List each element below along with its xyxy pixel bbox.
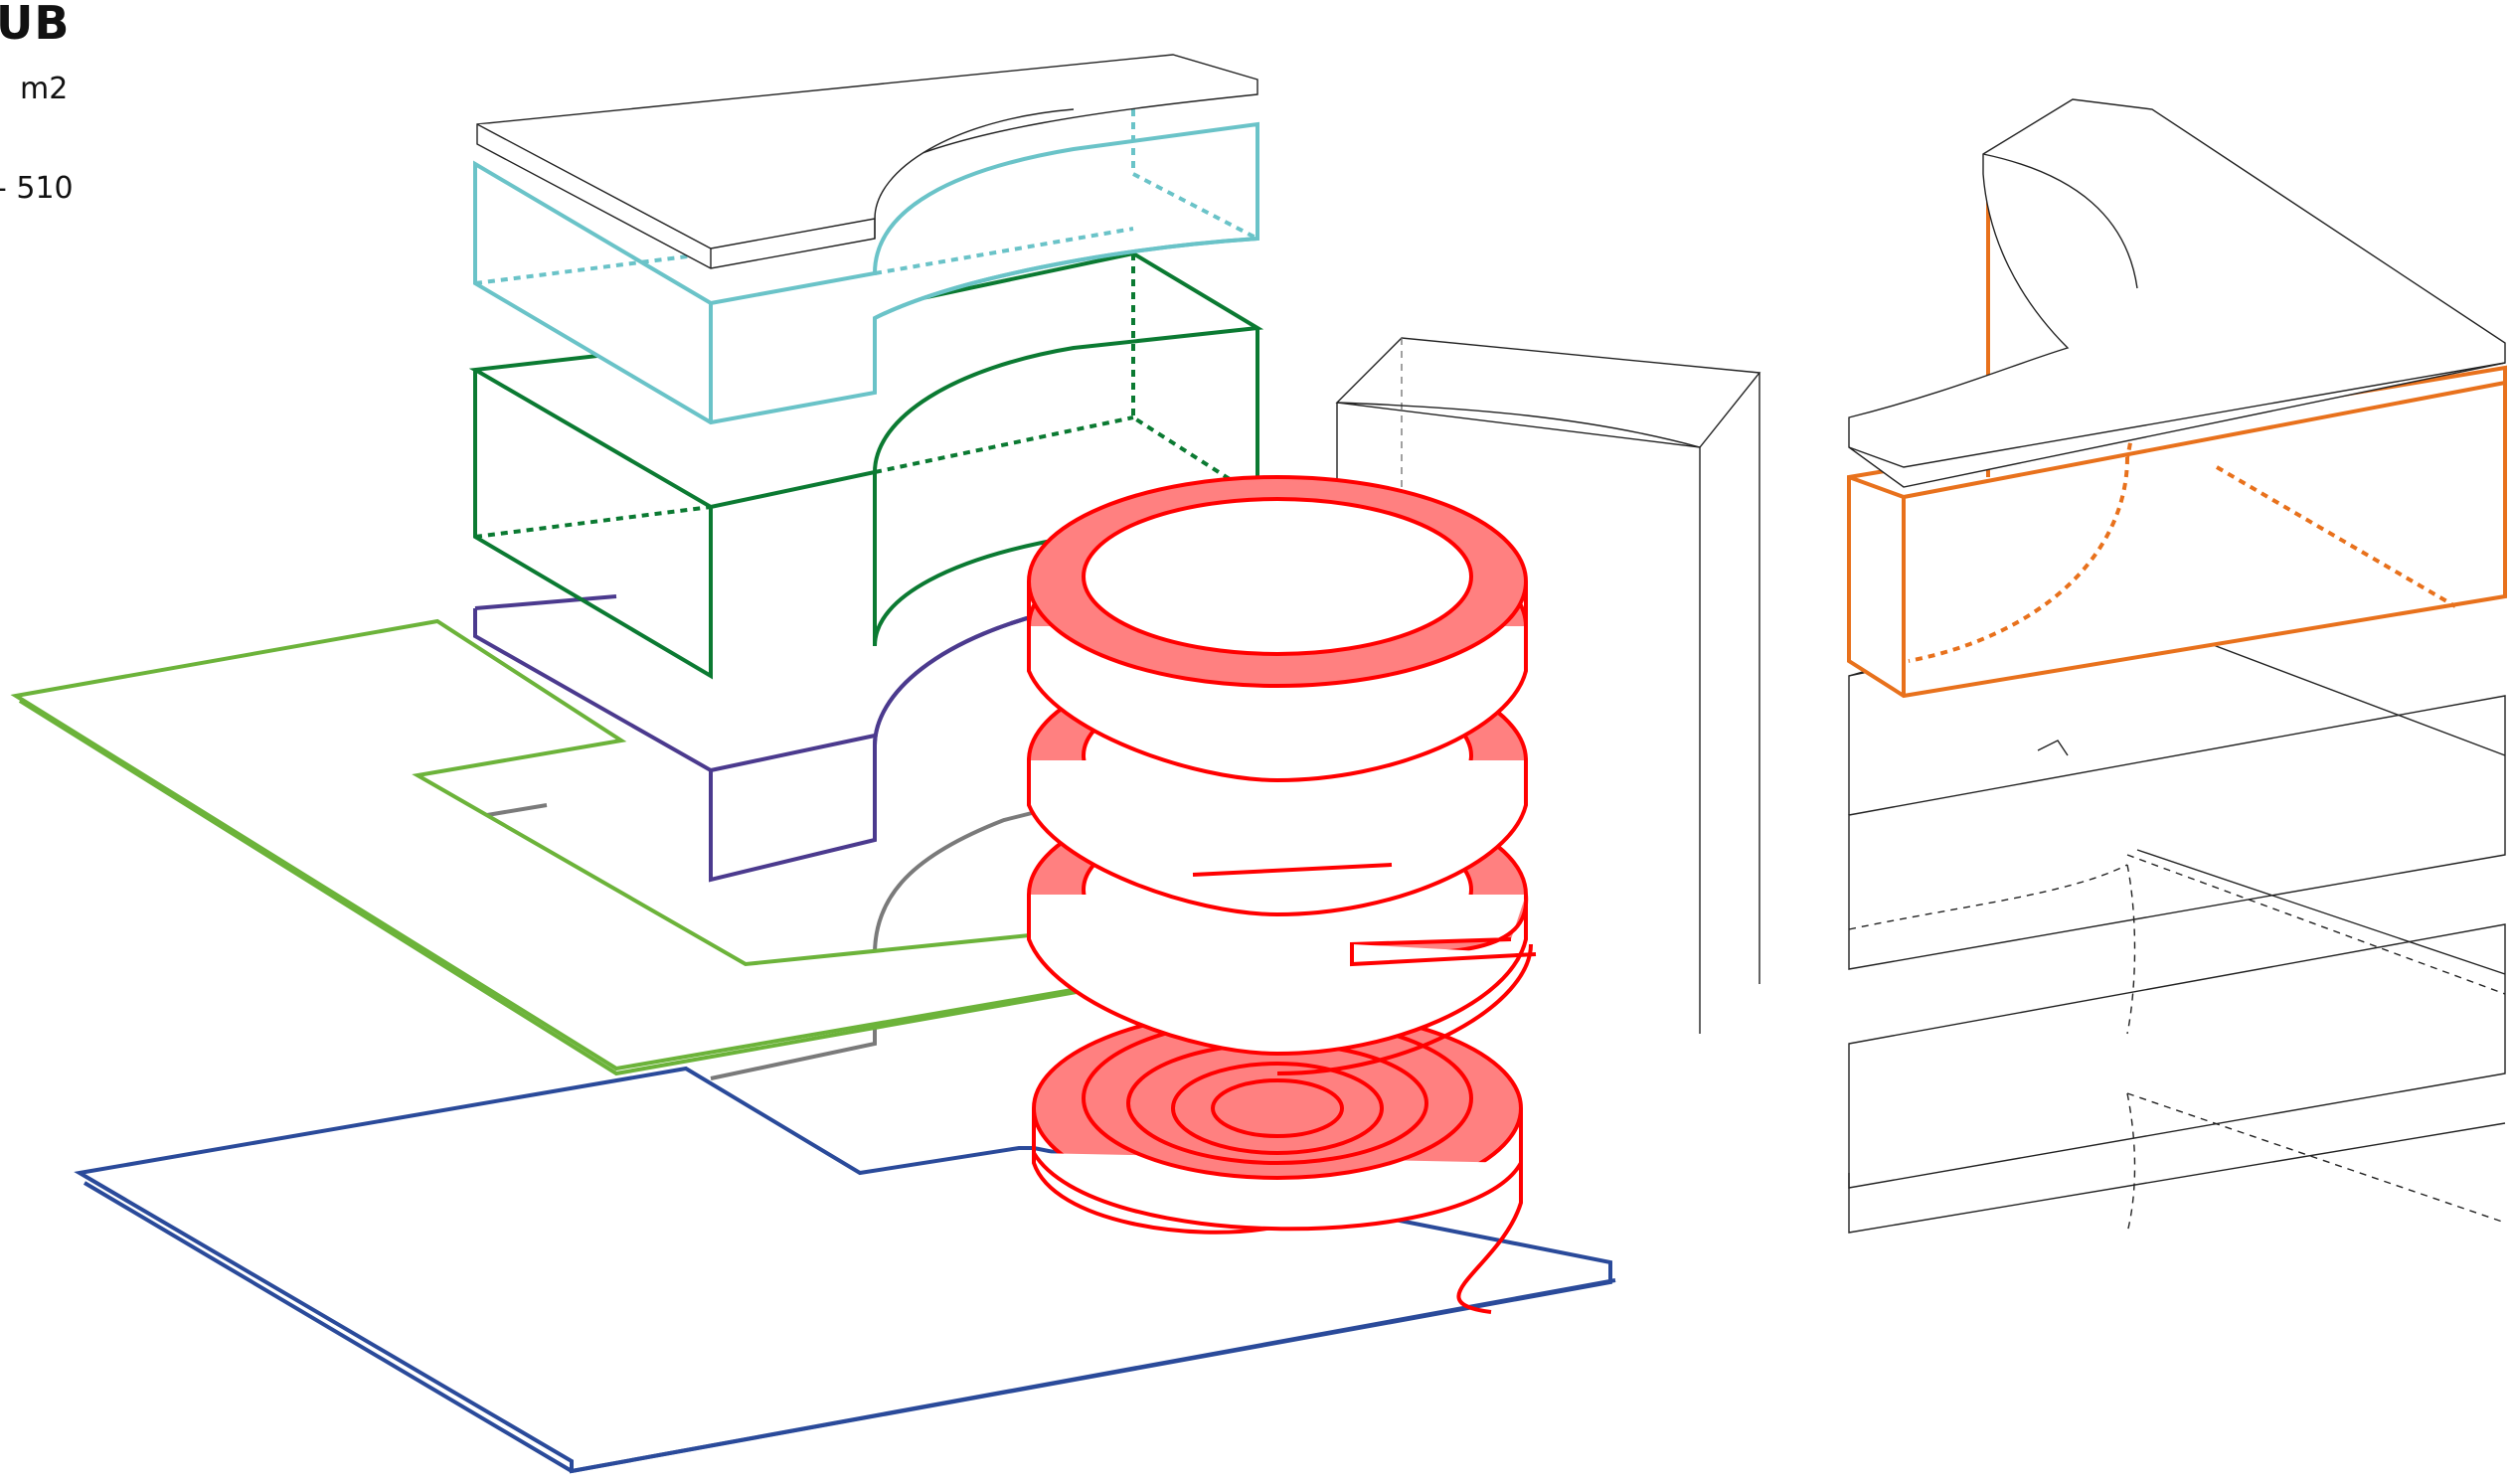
red-spiral-ramp [1029,477,1536,1312]
right-tower-lower-floors [1849,616,2505,1233]
